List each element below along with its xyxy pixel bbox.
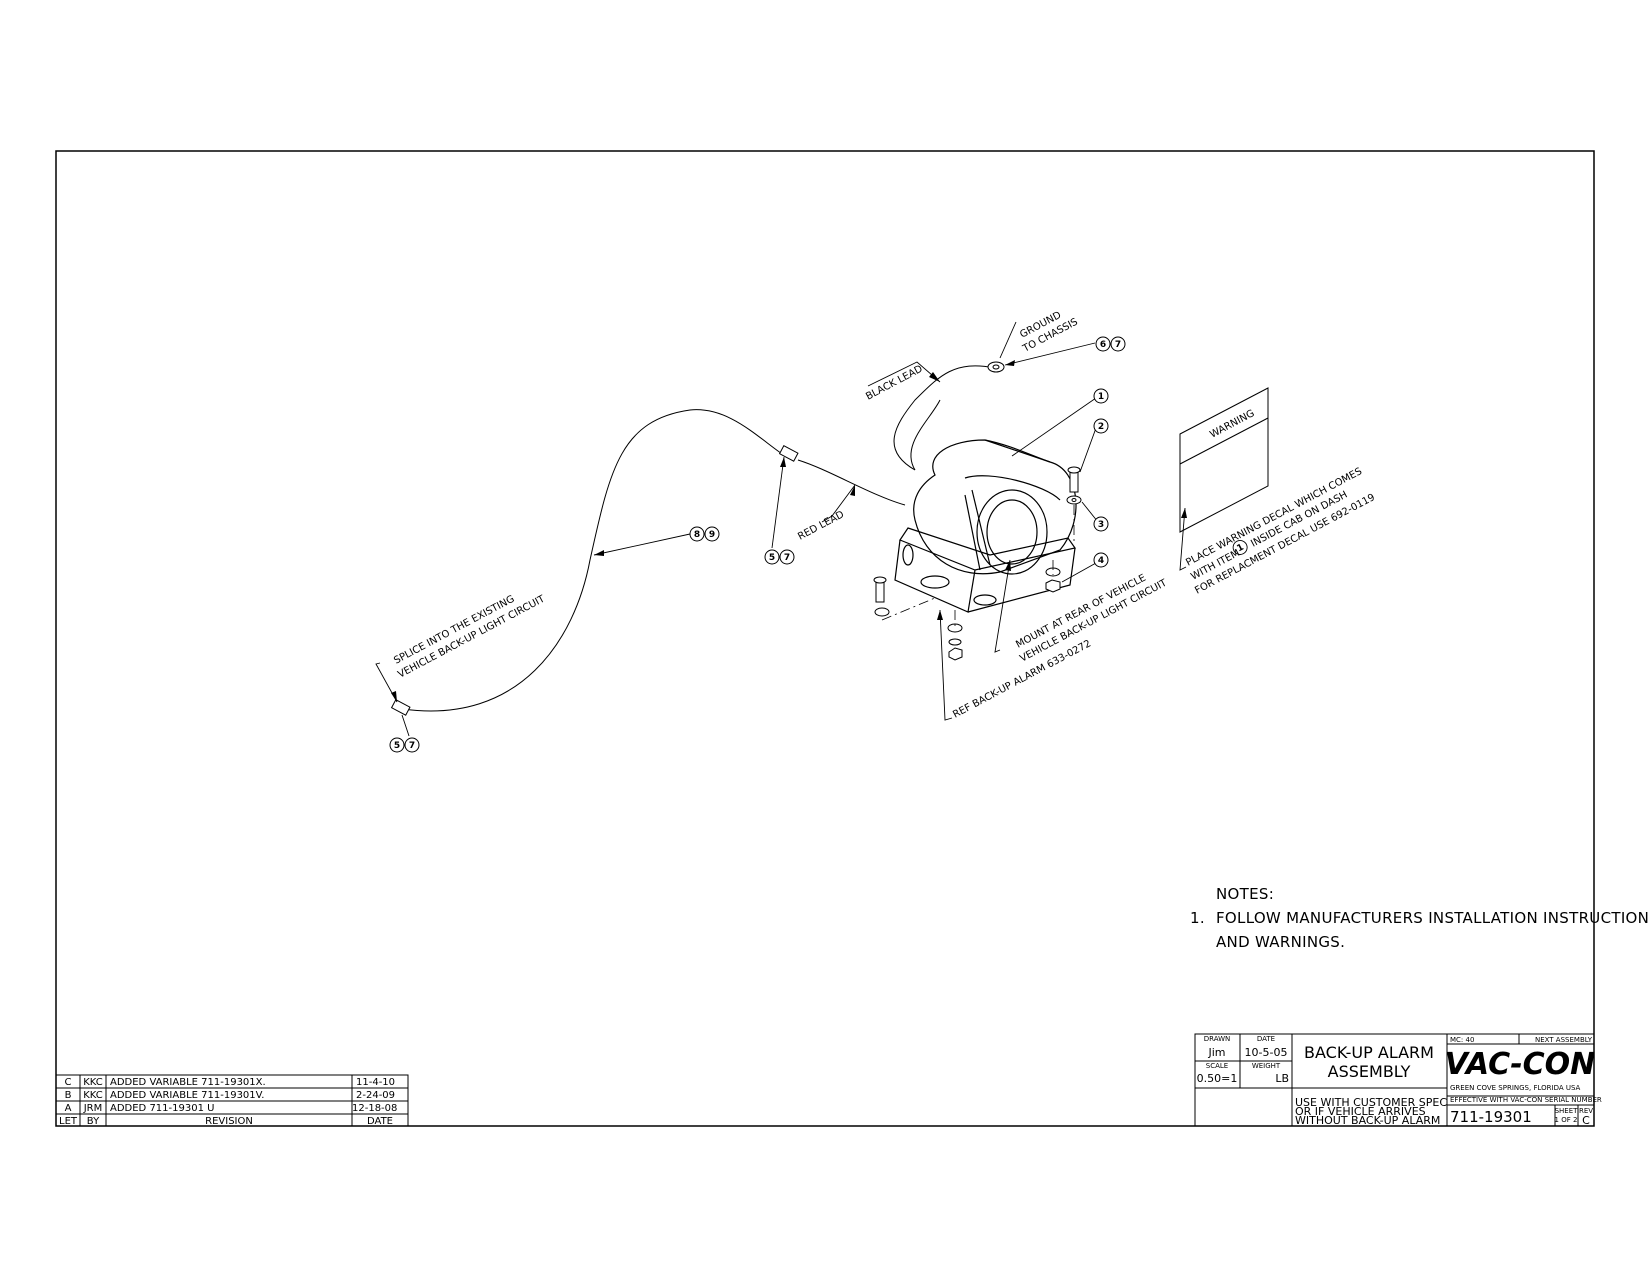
rev-row-c-by: KKC — [83, 1077, 103, 1088]
warning-decal — [1179, 387, 1269, 533]
bracket-slot-left — [920, 575, 950, 589]
rev-row-a-date: 12-18-08 — [352, 1103, 397, 1114]
nut-right — [1045, 579, 1061, 593]
backup-alarm — [894, 439, 1077, 613]
balloon-red-7: 7 — [784, 553, 790, 563]
revision-block — [55, 1074, 409, 1127]
sheet-value: 1 OF 2 — [1555, 1116, 1578, 1124]
note-1-line2: AND WARNINGS. — [1216, 933, 1345, 951]
bracket-slot-right — [973, 594, 997, 606]
ref-alarm-callout: REF BACK-UP ALARM 633-0272 — [951, 638, 1093, 720]
balloon-item-3: 3 — [1098, 520, 1104, 530]
next-assembly-label: NEXT ASSEMBLY — [1535, 1036, 1593, 1044]
notes: NOTES: 1. FOLLOW MANUFACTURERS INSTALLAT… — [1190, 885, 1650, 951]
weight-label: WEIGHT — [1252, 1062, 1281, 1070]
red-butt-connector — [778, 445, 799, 462]
drawn-label: DRAWN — [1204, 1035, 1231, 1043]
scale-value: 0.50=1 — [1197, 1072, 1238, 1085]
black-lead-wire-2 — [910, 399, 941, 471]
mount-callout-line2: VEHICLE BACK-UP LIGHT CIRCUIT — [1018, 577, 1169, 664]
arrowheads — [391, 360, 1187, 702]
rev-row-a-by: JRM — [83, 1103, 103, 1114]
balloon-wire-9: 9 — [709, 530, 715, 540]
sheet-label: SHEET — [1555, 1107, 1579, 1115]
rev-row-a-revision: ADDED 711-19301 U — [110, 1103, 214, 1114]
balloon-ground-7: 7 — [1115, 340, 1121, 350]
alarm-horn-face — [976, 489, 1048, 575]
warning-decal-label: WARNING — [1208, 408, 1256, 441]
balloon-item-2: 2 — [1098, 422, 1104, 432]
part-number: 711-19301 — [1450, 1108, 1532, 1126]
rev-row-c-let: C — [65, 1077, 72, 1088]
rev-header-by: BY — [87, 1116, 100, 1127]
alarm-housing — [913, 439, 1077, 575]
long-wire — [402, 409, 789, 712]
note-1-line1: FOLLOW MANUFACTURERS INSTALLATION INSTRU… — [1216, 909, 1650, 927]
use-note-line3: WITHOUT BACK-UP ALARM — [1295, 1114, 1440, 1127]
mount-callout-line1: MOUNT AT REAR OF VEHICLE — [1014, 573, 1148, 651]
washer-left — [874, 607, 890, 617]
connectors — [390, 361, 1005, 716]
balloon-splice-7: 7 — [409, 741, 415, 751]
drawn-value: Jim — [1207, 1046, 1225, 1059]
splice-butt-connector — [390, 699, 411, 716]
centerlines — [881, 505, 1075, 630]
rev-header-let: LET — [59, 1116, 78, 1127]
effective-serial-label: EFFECTIVE WITH VAC-CON SERIAL NUMBER — [1450, 1096, 1602, 1104]
sheet-border — [55, 150, 1595, 1127]
rev-header-revision: REVISION — [205, 1116, 253, 1127]
black-lead-wire — [893, 365, 996, 471]
red-lead-label: RED LEAD — [796, 509, 846, 543]
rev-row-a-let: A — [65, 1103, 72, 1114]
rev-row-b-revision: ADDED VARIABLE 711-19301V. — [110, 1090, 264, 1101]
note-1-number: 1. — [1190, 909, 1205, 927]
bracket-hole — [902, 544, 914, 566]
place-warning-item-balloon: 1 — [1232, 540, 1248, 555]
splice-callout-line1: SPLICE INTO THE EXISTING — [392, 594, 516, 667]
rev-row-b-let: B — [65, 1090, 72, 1101]
balloon-item-1: 1 — [1098, 392, 1104, 402]
rev-value: C — [1582, 1114, 1590, 1127]
bracket-side — [894, 539, 976, 613]
date-label: DATE — [1257, 1035, 1275, 1043]
title-block — [1194, 1033, 1595, 1127]
drawing-title-line2: ASSEMBLY — [1328, 1062, 1411, 1081]
rev-row-c-date: 11-4-10 — [356, 1077, 395, 1088]
rev-label: REV — [1579, 1107, 1593, 1115]
red-lead-wire — [797, 459, 906, 506]
hardware — [873, 466, 1082, 661]
leaders — [375, 321, 1187, 737]
balloon-wire-8: 8 — [694, 530, 700, 540]
scale-label: SCALE — [1206, 1062, 1228, 1070]
weight-unit: LB — [1275, 1072, 1289, 1085]
company-logo: VAC-CON — [1445, 1047, 1596, 1082]
wiring — [402, 365, 996, 712]
use-note-line2: OR IF VEHICLE ARRIVES — [1295, 1105, 1426, 1118]
drawing-title-line1: BACK-UP ALARM — [1304, 1043, 1434, 1062]
notes-heading: NOTES: — [1216, 885, 1274, 903]
splice-callout-line2: VEHICLE BACK-UP LIGHT CIRCUIT — [396, 593, 547, 680]
balloon-ground-6: 6 — [1100, 340, 1106, 350]
use-note-line1: USE WITH CUSTOMER SPEC — [1295, 1096, 1447, 1109]
balloon-item-4: 4 — [1098, 556, 1104, 566]
rev-row-b-by: KKC — [83, 1090, 103, 1101]
svg-text:1: 1 — [1235, 542, 1245, 554]
rev-header-date: DATE — [367, 1116, 393, 1127]
company-location: GREEN COVE SPRINGS, FLORIDA USA — [1450, 1084, 1581, 1092]
rev-row-c-revision: ADDED VARIABLE 711-19301X. — [110, 1077, 266, 1088]
nut-lower — [948, 647, 963, 661]
item-balloons — [389, 336, 1126, 753]
date-value: 10-5-05 — [1245, 1046, 1288, 1059]
balloon-red-5: 5 — [769, 553, 775, 563]
balloon-splice-5: 5 — [394, 741, 400, 751]
mc-label: MC: 40 — [1450, 1036, 1474, 1044]
rev-row-b-date: 2-24-09 — [356, 1090, 395, 1101]
